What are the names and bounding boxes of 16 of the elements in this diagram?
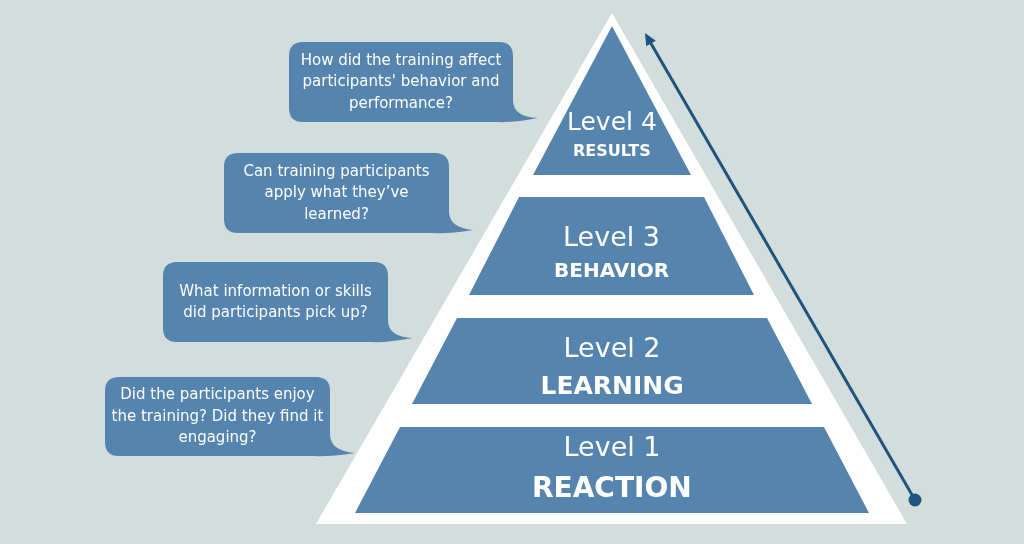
pyramid-tier — [412, 318, 812, 404]
level-label: Level 2 — [563, 331, 661, 365]
pyramid-tier — [469, 197, 754, 295]
level-label: Level 1 — [563, 430, 661, 464]
level-label: Level 4 — [567, 107, 657, 137]
level-title: LEARNING — [540, 371, 684, 401]
question-text: Did the participants enjoy the training? Did they find it engaging? — [111, 384, 324, 448]
pyramid-tier — [533, 26, 691, 175]
question-text: What information or skills did participants pick up? — [178, 280, 373, 323]
question-text: Can training participants apply what they’ve learned? — [242, 160, 431, 225]
level-title: RESULTS — [573, 141, 651, 161]
question-text: How did the training affect participants' behavior and performance? — [299, 49, 503, 114]
pyramid-tier — [355, 427, 869, 513]
level-label: Level 3 — [563, 220, 661, 254]
level-title: REACTION — [532, 471, 692, 505]
level-title: BEHAVIOR — [554, 258, 670, 282]
